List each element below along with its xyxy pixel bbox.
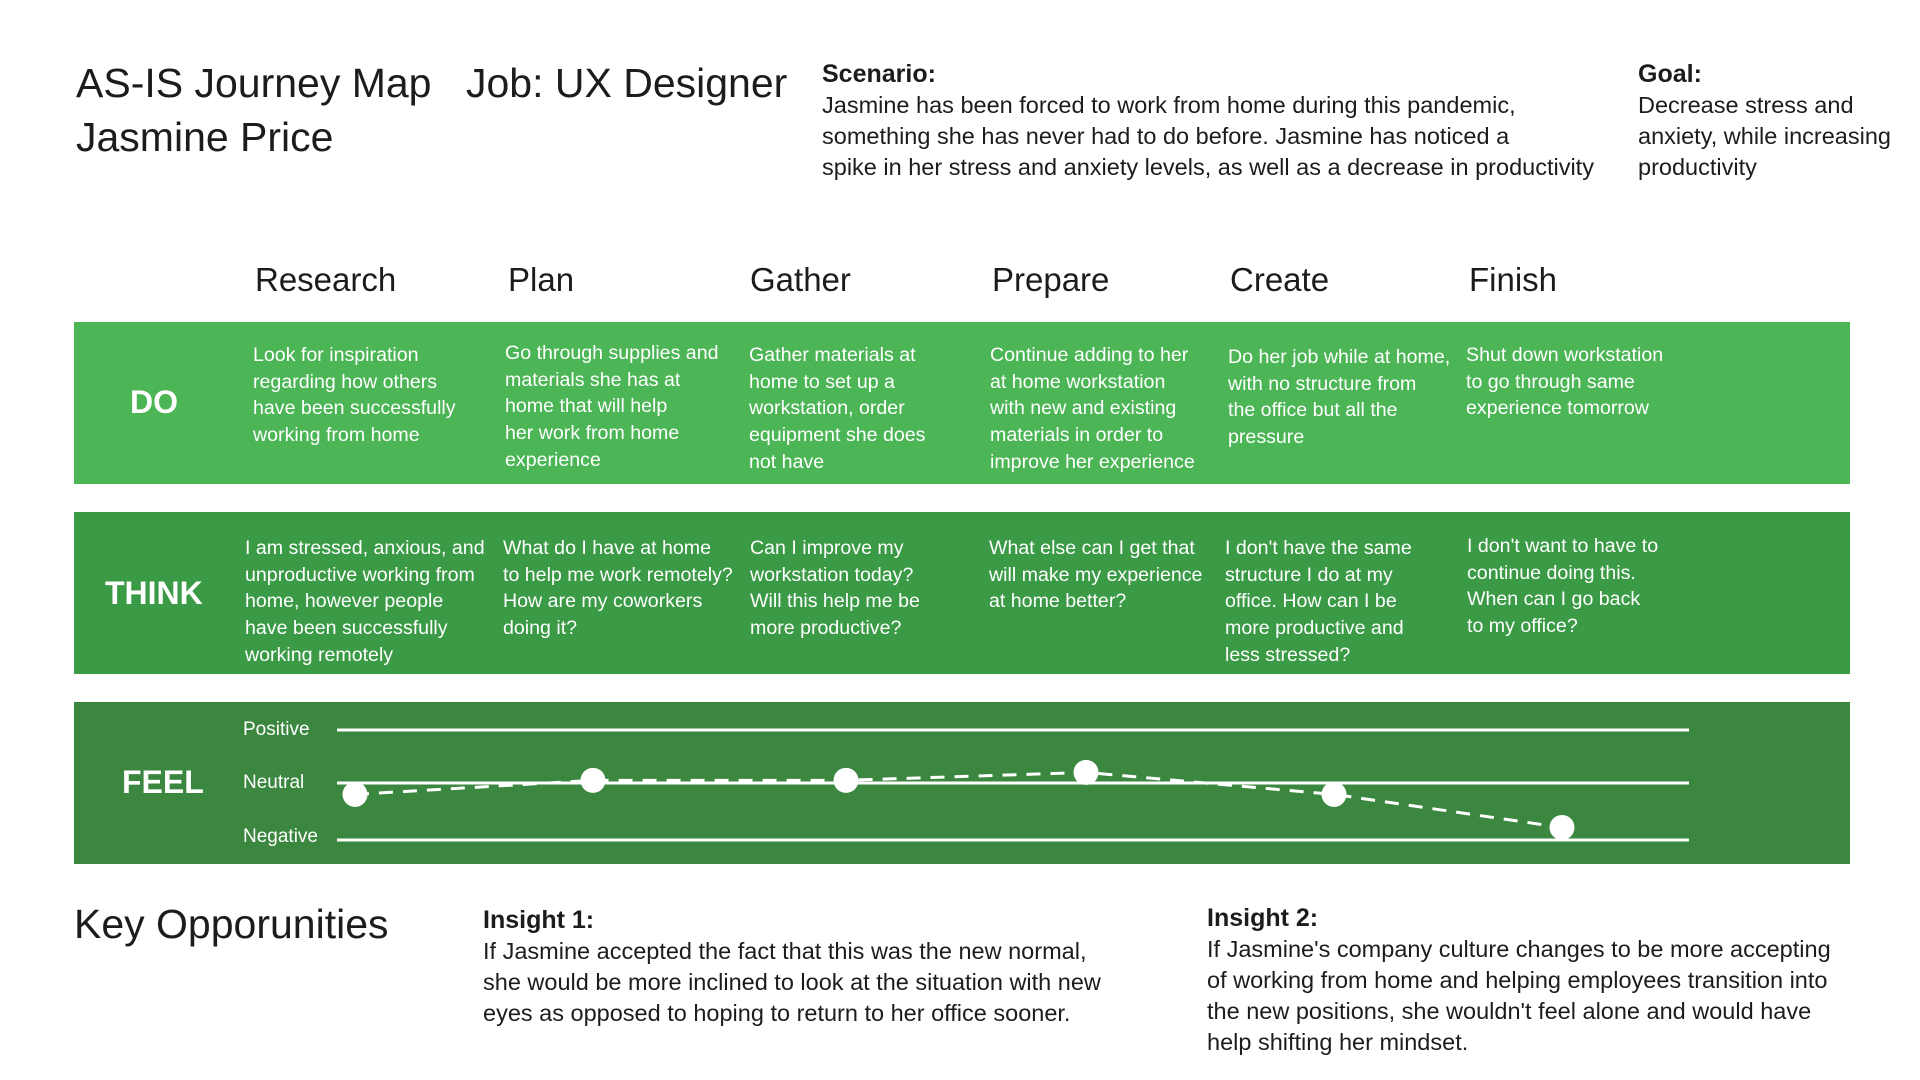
insight-2-text: If Jasmine's company culture changes to …: [1207, 934, 1831, 1058]
think-row-label: THINK: [105, 575, 203, 611]
insight-line: of working from home and helping employe…: [1207, 967, 1828, 993]
scenario-line: spike in her stress and anxiety levels, …: [822, 154, 1594, 180]
feel-level-negative: Negative: [243, 826, 318, 847]
persona-name: Jasmine Price: [76, 114, 334, 160]
opportunities-title: Key Opporunities: [74, 901, 389, 947]
goal-line: productivity: [1638, 154, 1757, 180]
think-cell-finish: I don't want to have to continue doing t…: [1467, 535, 1659, 638]
think-cell-research: I am stressed, anxious, and unproductive…: [245, 537, 485, 666]
insight-1-text: If Jasmine accepted the fact that this w…: [483, 936, 1101, 1029]
stage-research: Research: [255, 261, 397, 298]
job-title: Job: UX Designer: [466, 60, 788, 106]
feel-level-positive: Positive: [243, 719, 310, 740]
do-cell-gather: Gather materials at home to set up a wor…: [749, 344, 926, 473]
insight-line: If Jasmine's company culture changes to …: [1207, 936, 1831, 962]
do-row-label: DO: [130, 384, 178, 420]
insight-line: the new positions, she wouldn't feel alo…: [1207, 998, 1812, 1024]
think-row: [74, 512, 1850, 674]
insight-line: she would be more inclined to look at th…: [483, 969, 1101, 995]
scenario-line: something she has never had to do before…: [822, 123, 1510, 149]
do-cell-prepare: Continue adding to her at home workstati…: [990, 344, 1195, 473]
do-cell-finish: Shut down workstation to go through same…: [1466, 344, 1664, 420]
scenario-text: Jasmine has been forced to work from hom…: [822, 90, 1594, 183]
scenario-line: Jasmine has been forced to work from hom…: [822, 92, 1516, 118]
goal-line: Decrease stress and: [1638, 92, 1854, 118]
stage-create: Create: [1230, 261, 1330, 298]
emotion-point-prepare: [1073, 759, 1099, 785]
feel-row-label: FEEL: [122, 764, 204, 800]
insight-line: help shifting her mindset.: [1207, 1029, 1469, 1055]
insight-line: If Jasmine accepted the fact that this w…: [483, 938, 1087, 964]
do-cell-research: Look for inspiration regarding how other…: [253, 344, 456, 447]
emotion-series: [342, 759, 1575, 840]
stage-finish: Finish: [1469, 261, 1558, 298]
do-cell-create: Do her job while at home, with no struct…: [1228, 346, 1451, 449]
map-title: AS-IS Journey Map: [76, 60, 432, 106]
stage-prepare: Prepare: [992, 261, 1110, 298]
insight-line: eyes as opposed to hoping to return to h…: [483, 1000, 1071, 1026]
do-cell-plan: Go through supplies and materials she ha…: [505, 342, 719, 471]
insight-2-label: Insight 2:: [1207, 904, 1319, 932]
do-row: [74, 322, 1850, 484]
scenario-label: Scenario:: [822, 60, 936, 88]
emotion-line: [354, 770, 1563, 829]
think-cell-gather: Can I improve my workstation today? Will…: [750, 537, 920, 640]
think-cell-plan: What do I have at home to help me work r…: [503, 537, 733, 640]
goal-text: Decrease stress and anxiety, while incre…: [1638, 90, 1891, 183]
think-cell-create: I don't have the same structure I do at …: [1225, 537, 1412, 666]
emotion-point-research: [342, 781, 368, 807]
feel-level-neutral: Neutral: [243, 772, 305, 793]
emotion-point-create: [1321, 781, 1347, 807]
goal-label: Goal:: [1638, 60, 1702, 88]
emotion-point-gather: [833, 767, 859, 793]
emotion-point-plan: [580, 767, 606, 793]
stage-plan: Plan: [508, 261, 575, 298]
insight-1-label: Insight 1:: [483, 906, 595, 934]
goal-line: anxiety, while increasing: [1638, 123, 1891, 149]
emotion-point-finish: [1549, 814, 1575, 840]
stage-gather: Gather: [750, 261, 851, 298]
think-cell-prepare: What else can I get that will make my ex…: [989, 537, 1203, 613]
